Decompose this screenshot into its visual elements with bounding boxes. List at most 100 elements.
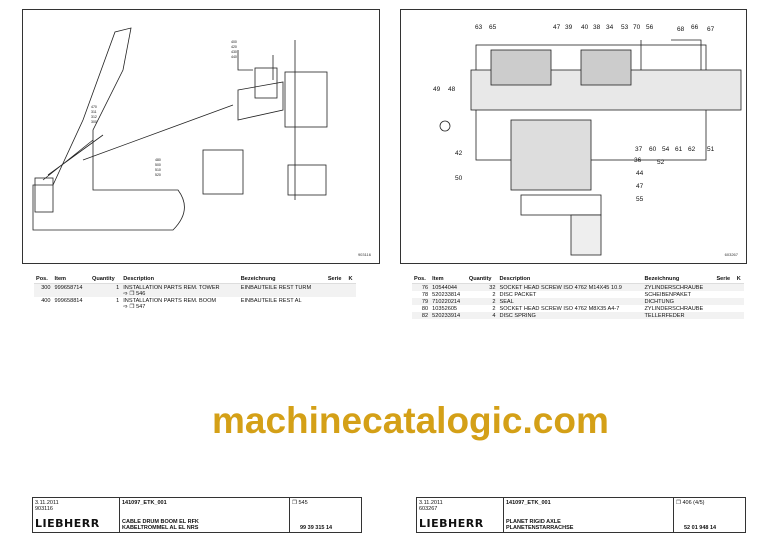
callout: 63: [475, 24, 483, 31]
item: 520233914: [430, 312, 467, 319]
page-ref-link[interactable]: ➩ ❐ 547: [123, 303, 146, 310]
col-pos: Pos.: [412, 275, 431, 284]
col-k: K: [346, 275, 356, 284]
item: 999658714: [52, 283, 90, 297]
bez: DICHTUNG: [642, 298, 715, 305]
item: 10352605: [432, 305, 458, 312]
page-ref[interactable]: 547: [136, 303, 146, 310]
page-ref-link[interactable]: ➩ ❐ 546: [123, 290, 146, 297]
callout: 36: [634, 157, 642, 164]
desc: INSTALLATION PARTS REM. BOOM➩ ❐ 547: [121, 297, 239, 310]
doc-id: 141097_ETK_001: [506, 500, 551, 506]
col-bez: Bezeichnung: [642, 275, 715, 284]
callout: 47: [636, 183, 644, 190]
part-number: 99 39 315 14: [300, 525, 333, 531]
callout: 62: [688, 146, 696, 153]
callout: 53: [621, 24, 629, 31]
callout: 34: [606, 24, 614, 31]
desc: SOCKET HEAD SCREW ISO 4762 M8X35 A4-7: [499, 305, 620, 312]
callout: 42: [455, 150, 463, 157]
callout: 61: [675, 146, 683, 153]
page-icon: ❐: [676, 500, 681, 506]
callout: 49: [433, 86, 441, 93]
page-ref[interactable]: 546: [136, 290, 146, 297]
pos: 400: [41, 297, 51, 304]
drawing-label: 500: [155, 163, 161, 167]
axle-cross-section: [439, 39, 742, 256]
right-catalog-page: 603267 63 65 47 39 40 38 34 53 70 56 68 …: [384, 0, 768, 543]
desc-text: INSTALLATION PARTS REM. BOOM: [123, 297, 217, 304]
pos: 300: [34, 283, 53, 297]
item: 520233814: [432, 291, 461, 298]
callout: 55: [636, 196, 644, 203]
title-de: PLANETENSTARRACHSE: [506, 525, 574, 531]
col-bez: Bezeichnung: [238, 275, 326, 284]
qty: 2: [466, 298, 498, 305]
col-qty: Quantity: [466, 275, 498, 284]
planet-axle-drawing: 603267 63 65 47 39 40 38 34 53 70 56 68 …: [400, 9, 747, 264]
desc: SEAL: [497, 298, 643, 305]
desc: DISC PACKET: [499, 291, 537, 298]
callout: 70: [633, 24, 641, 31]
bez: TELLERFEDER: [642, 312, 715, 319]
desc-text: INSTALLATION PARTS REM. TOWER: [123, 284, 220, 291]
qty: 1: [116, 297, 120, 304]
qty: 2: [492, 305, 496, 312]
desc: DISC SPRING: [497, 312, 643, 319]
date: 3.11.2011: [35, 500, 59, 506]
drawing-label: 312: [91, 115, 97, 119]
qty: 32: [466, 283, 498, 291]
bez: ZYLINDERSCHRAUBE: [644, 305, 704, 312]
desc: SOCKET HEAD SCREW ISO 4762 M14X45 10.9: [497, 283, 643, 291]
drawing-label: 430: [231, 50, 237, 54]
bez: EINBAUTEILE REST AL: [240, 297, 302, 304]
drawing-label: 480: [155, 158, 161, 162]
col-k: K: [734, 275, 744, 284]
drawing-label: 311: [91, 110, 97, 114]
callout: 67: [707, 26, 715, 33]
drawing-ref: 603267: [419, 506, 438, 512]
date: 3.11.2011: [419, 500, 443, 506]
drawing-label: 400: [231, 40, 237, 44]
desc: INSTALLATION PARTS REM. TOWER➩ ❐ 546: [121, 283, 239, 297]
qty: 2: [492, 291, 496, 298]
item: 999658814: [54, 297, 83, 304]
col-qty: Quantity: [90, 275, 122, 284]
col-item: Item: [52, 275, 90, 284]
col-pos: Pos.: [34, 275, 53, 284]
drawing-label: 440: [231, 55, 237, 59]
page-number: 545: [298, 500, 308, 506]
drawing-label: 300: [91, 120, 97, 124]
callout: 54: [662, 146, 670, 153]
drawing-label: 420: [231, 45, 237, 49]
cable-drum-schematic: [32, 27, 328, 231]
title-en: PLANET RIGID AXLE: [506, 519, 561, 525]
bez: ZYLINDERSCHRAUBE: [642, 283, 715, 291]
col-item: Item: [430, 275, 467, 284]
callout: 37: [635, 146, 643, 153]
title-en: CABLE DRUM BOOM EL RFK: [122, 519, 199, 525]
callout: 51: [707, 146, 715, 153]
col-serie: Serie: [714, 275, 735, 284]
bez: EINBAUTEILE REST TURM: [238, 283, 326, 297]
qty: 1: [90, 283, 122, 297]
liebherr-logo: LIEBHERR: [419, 517, 484, 530]
item: 10544044: [430, 283, 467, 291]
callout: 68: [677, 26, 685, 33]
drawing-label: 510: [155, 168, 161, 172]
drawing-label: 470: [91, 105, 97, 109]
